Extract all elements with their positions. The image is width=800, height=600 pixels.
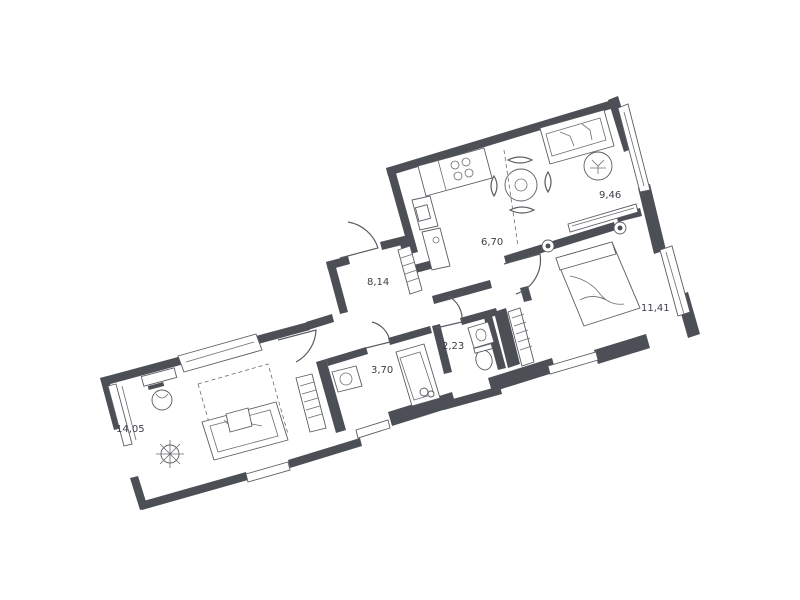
area-label-wc: 2,23 [442, 341, 464, 352]
kitchen-fixtures [411, 109, 639, 271]
corridor-fixtures [397, 245, 423, 295]
area-labels: 14,05 8,14 6,70 9,46 11,41 3,70 2,23 [116, 190, 670, 435]
plant-icon [156, 440, 184, 468]
living-furniture [140, 333, 327, 468]
bedroom-furniture [507, 221, 641, 367]
wc-fixtures [467, 321, 495, 371]
area-label-living: 14,05 [116, 424, 145, 435]
bathroom-fixtures [331, 343, 441, 407]
doors [277, 221, 542, 363]
area-label-bathroom: 3,70 [371, 365, 393, 376]
area-label-dining: 9,46 [599, 190, 621, 201]
windows [107, 103, 691, 483]
area-label-bedroom: 11,41 [641, 303, 670, 314]
area-label-kitchen: 6,70 [481, 237, 503, 248]
area-label-corridor: 8,14 [367, 277, 389, 288]
